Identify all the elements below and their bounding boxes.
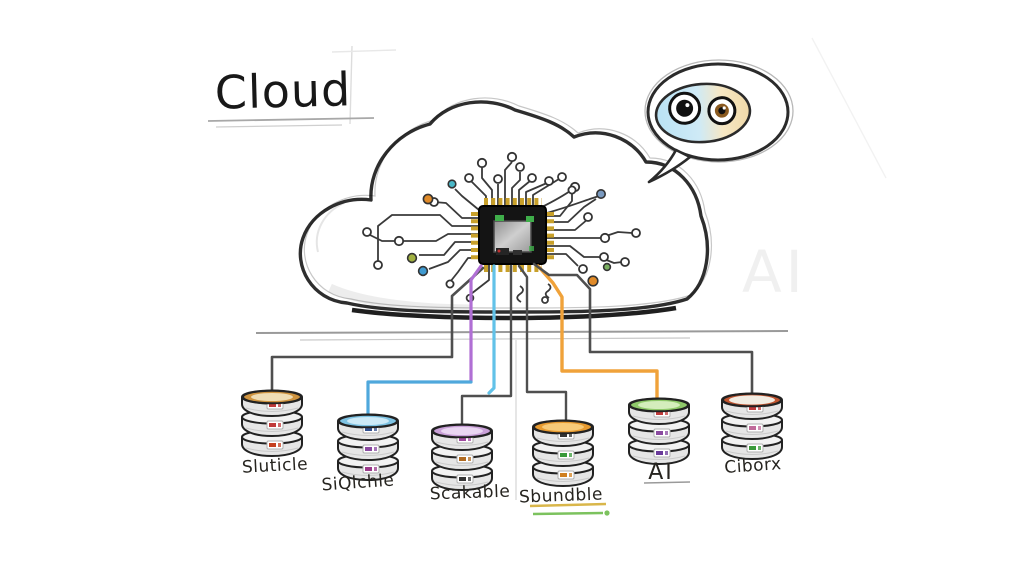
db-label-ai: AI (648, 460, 674, 485)
connector-purple (469, 264, 483, 383)
database-sluticle (241, 389, 303, 457)
connector-db4 (517, 264, 568, 425)
connector-db5-orange (536, 264, 659, 403)
connector-db3 (460, 264, 513, 429)
databases-row (241, 389, 783, 491)
database-siqlchle (337, 413, 399, 481)
robot-face-icon (654, 82, 752, 144)
connector-db2-blue (366, 380, 473, 419)
db-label-ciborx: Ciborx (723, 454, 783, 478)
db-label-sluticle: Sluticle (241, 454, 309, 478)
ghost-ai-text: AI (742, 238, 807, 306)
dot-olive-left (406, 252, 418, 264)
title-underline (207, 117, 375, 128)
ai-underline (643, 481, 691, 484)
database-ai (628, 397, 690, 465)
dot-orange-left (422, 193, 434, 205)
connector-cyan (487, 264, 496, 395)
dot-blue-left (417, 265, 429, 277)
database-ciborx (721, 392, 783, 460)
page-title: Cloud (214, 62, 352, 120)
db-label-sbundble: Sbundble (518, 484, 604, 508)
dot-orange-right (587, 275, 599, 287)
dot-blue-right (595, 189, 606, 200)
bubble-tail (647, 148, 692, 184)
sbundble-underlines (529, 502, 610, 516)
connector-db6 (532, 262, 754, 398)
database-sbundble (532, 419, 594, 487)
pencil-guides (331, 37, 887, 500)
database-scakable (431, 423, 493, 491)
dot-green-right (602, 262, 612, 272)
connectors (270, 262, 754, 429)
connector-db1 (270, 266, 485, 395)
dot-teal-left (447, 179, 457, 189)
cpu-chip (471, 198, 554, 272)
db-label-scakable: Scakable (429, 481, 511, 505)
speech-bubble (644, 59, 794, 184)
